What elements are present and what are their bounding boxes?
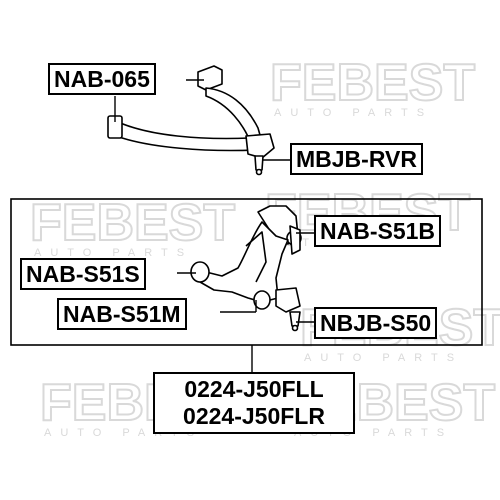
- lower-assembly-frame: [10, 198, 483, 346]
- lower-ball-joint-label: NBJB-S50: [314, 307, 438, 339]
- upper-arm-label: NAB-065: [48, 63, 156, 95]
- part-number-left: 0224-J50FLL: [184, 376, 324, 402]
- assembly-part-number-label: 0224-J50FLL 0224-J50FLR: [153, 372, 355, 434]
- watermark-tagline: AUTO PARTS: [34, 247, 193, 259]
- rear-bushing-label: NAB-S51B: [314, 215, 442, 247]
- mid-bushing-label: NAB-S51M: [57, 298, 187, 330]
- watermark-tagline: AUTO PARTS: [304, 352, 463, 364]
- lower-control-arm-illustration: [190, 205, 302, 332]
- upper-ball-joint-label: MBJB-RVR: [290, 143, 423, 175]
- part-number-right: 0224-J50FLR: [183, 403, 325, 429]
- front-bushing-label: NAB-S51S: [20, 258, 146, 290]
- watermark-brand: FEBEST: [270, 54, 475, 112]
- upper-control-arm-illustration: [107, 65, 275, 176]
- watermark-tagline: AUTO PARTS: [274, 107, 433, 119]
- watermark-brand: FEBEST: [30, 194, 235, 252]
- leader-lines: [114, 79, 315, 372]
